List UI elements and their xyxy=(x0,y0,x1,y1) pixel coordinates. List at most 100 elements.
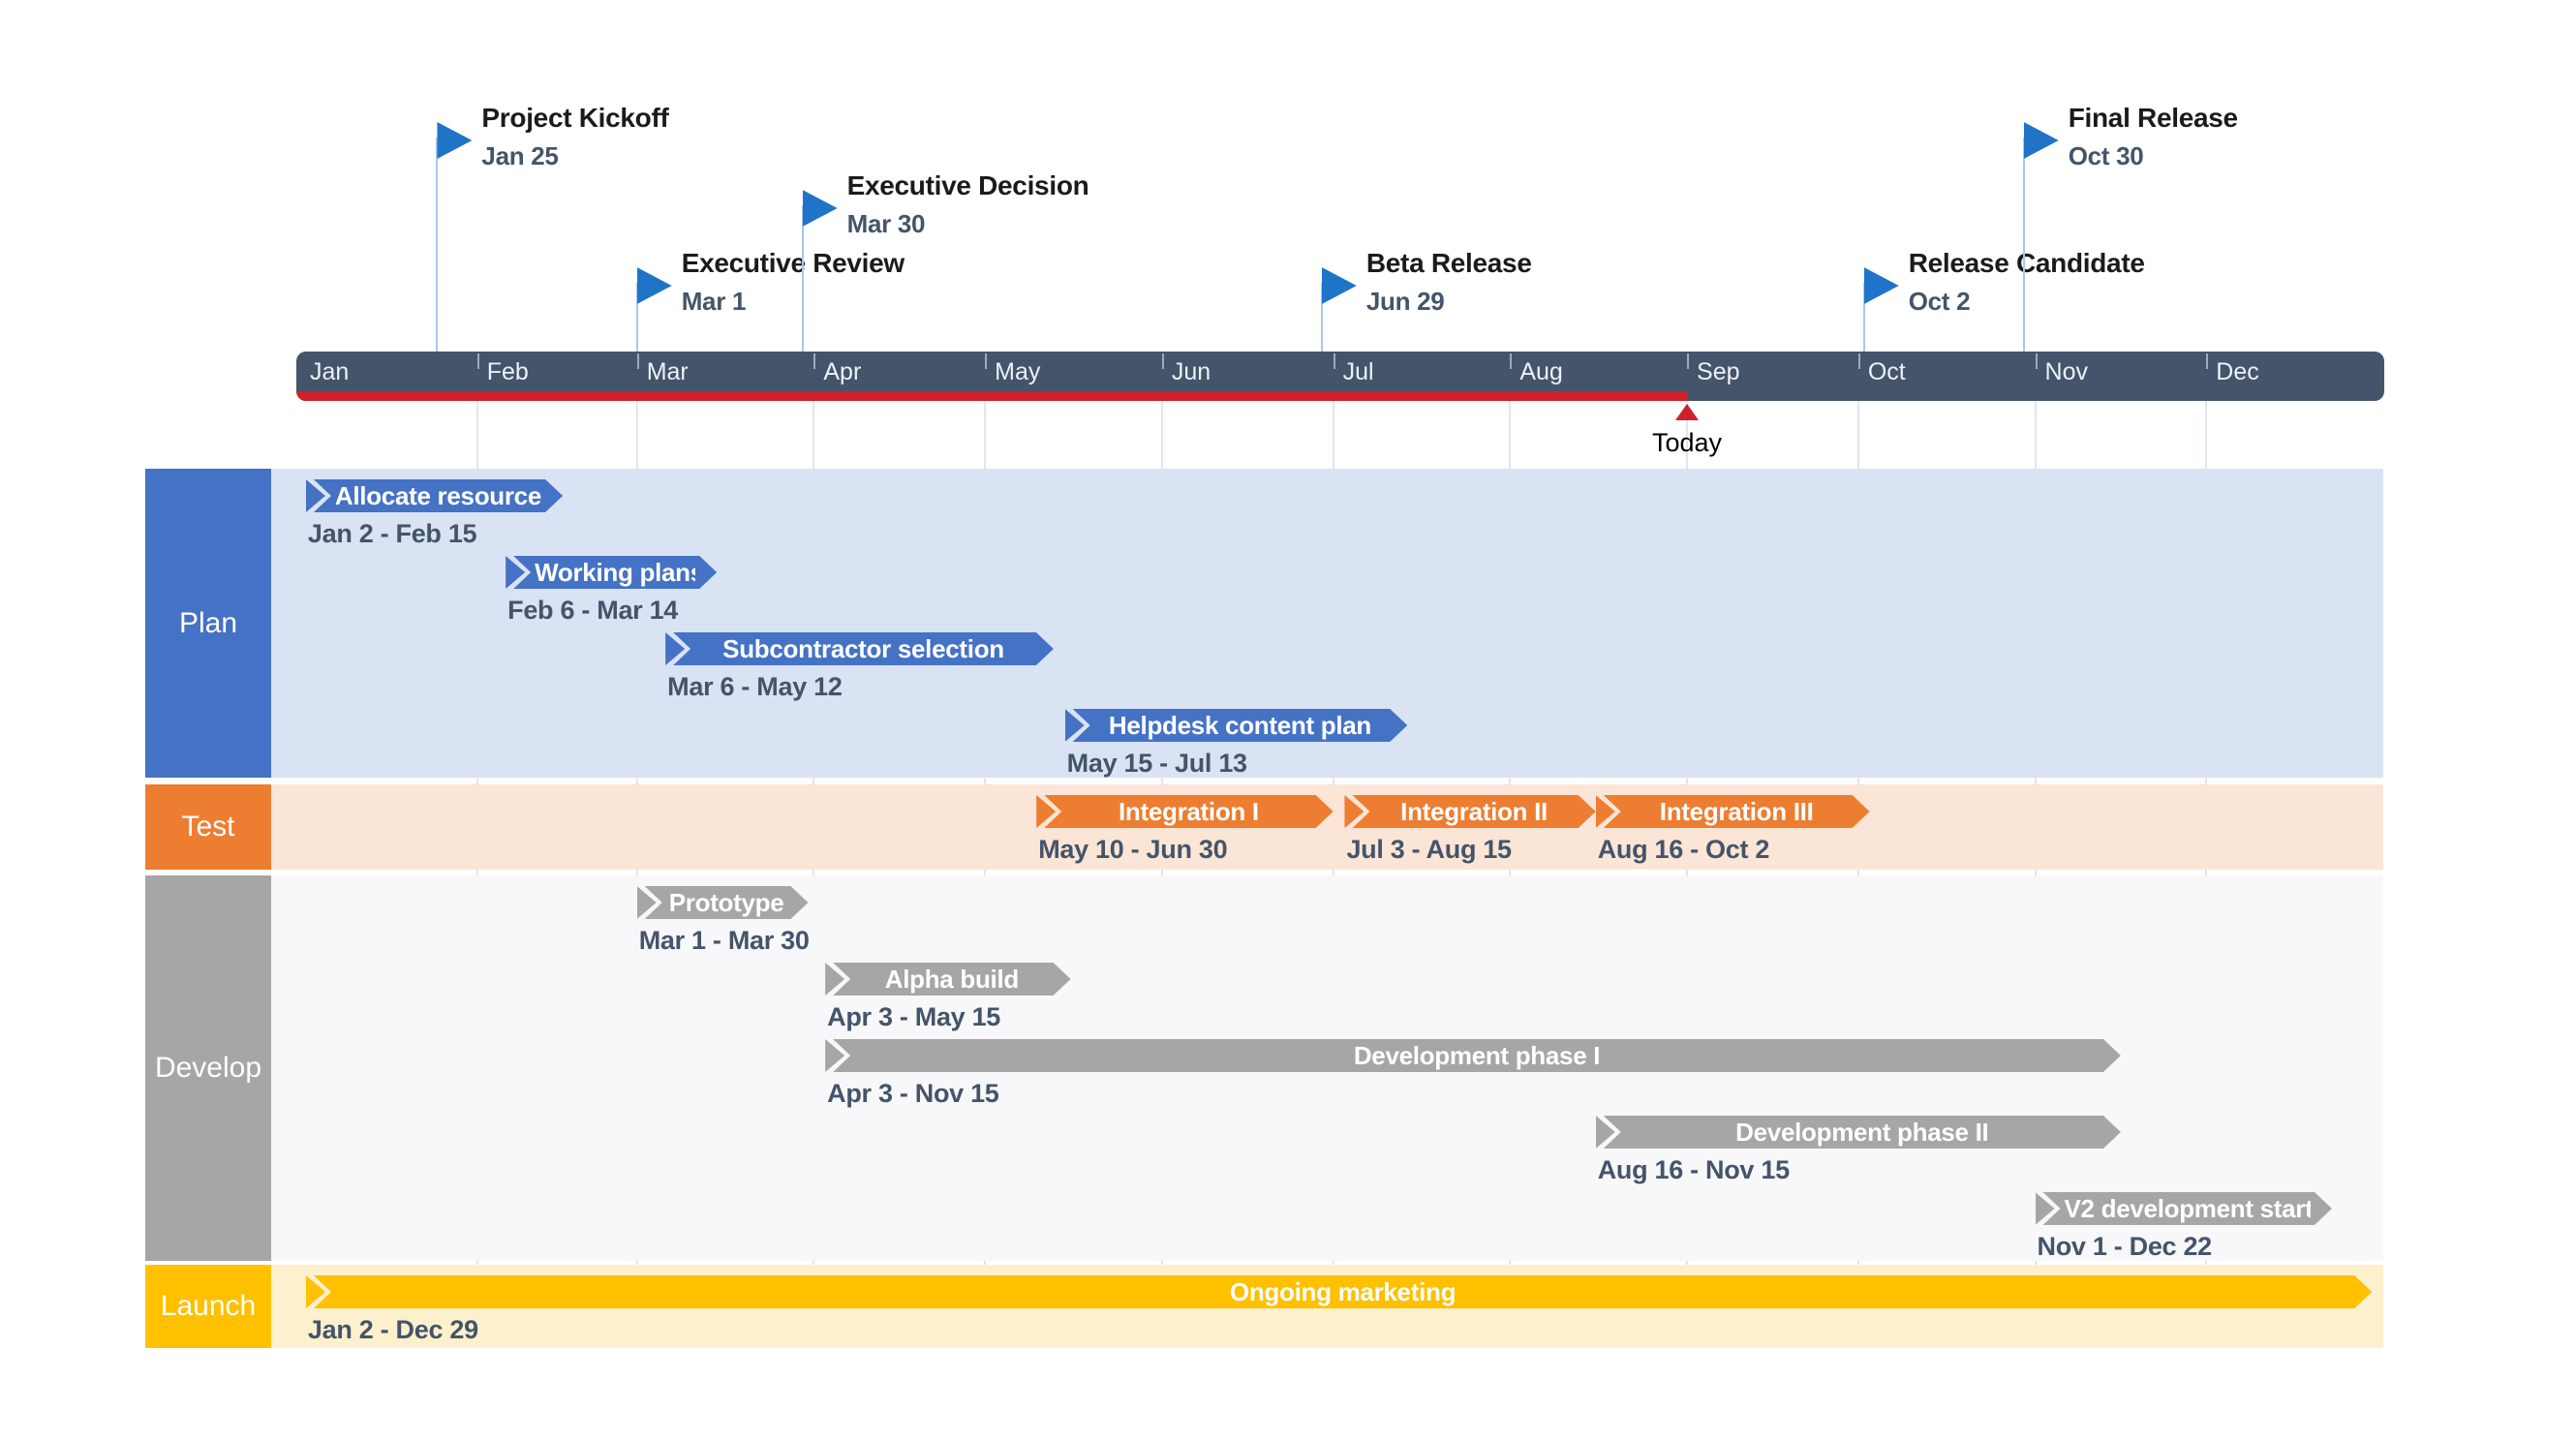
month-tick xyxy=(813,353,816,369)
lane-label-test[interactable]: Test xyxy=(145,784,271,870)
task-dates: Nov 1 - Dec 22 xyxy=(2037,1232,2213,1261)
month-label: Apr xyxy=(823,358,862,385)
task-dates: Apr 3 - May 15 xyxy=(827,1002,1001,1031)
task-dates: Jul 3 - Aug 15 xyxy=(1346,835,1512,864)
milestone-title: Project Kickoff xyxy=(481,103,669,133)
lane-label-plan[interactable]: Plan xyxy=(145,469,271,778)
milestone-flag-icon[interactable] xyxy=(636,267,672,304)
task-dates: Aug 16 - Nov 15 xyxy=(1597,1155,1790,1184)
task-bar-body xyxy=(825,1039,2121,1072)
today-label: Today xyxy=(1652,428,1723,457)
month-label: Nov xyxy=(2044,358,2088,385)
milestone-title: Executive Review xyxy=(681,248,905,278)
milestone-pole xyxy=(801,205,804,352)
milestone-title: Beta Release xyxy=(1365,248,1532,278)
task-label: Integration III xyxy=(1659,797,1814,826)
milestone-date: Mar 1 xyxy=(681,287,747,316)
milestone-pole xyxy=(436,138,439,352)
milestone-pole xyxy=(635,283,638,352)
month-tick xyxy=(2035,353,2038,369)
task-label: Prototype xyxy=(668,888,784,917)
month-tick xyxy=(1687,353,1690,369)
month-label: Mar xyxy=(646,358,689,385)
month-label: Jun xyxy=(1171,358,1211,385)
task-bar[interactable]: Prototype xyxy=(636,886,809,919)
milestone-date: Mar 30 xyxy=(846,209,926,238)
task-bar[interactable]: Alpha build xyxy=(825,963,1070,996)
task-label: Integration II xyxy=(1400,797,1548,826)
milestone-pole xyxy=(1862,283,1865,352)
task-bar[interactable]: Allocate resources xyxy=(305,479,563,512)
task-bar-body xyxy=(1065,709,1408,742)
month-tick xyxy=(2206,353,2209,369)
gridline xyxy=(1686,401,1689,1348)
milestone-flag-icon[interactable] xyxy=(1321,267,1357,304)
milestone-title: Executive Decision xyxy=(846,170,1089,200)
milestone-date: Oct 2 xyxy=(1908,287,1971,316)
month-label: Feb xyxy=(486,358,529,385)
milestone-title: Final Release xyxy=(2068,103,2238,133)
milestone-date: Oct 30 xyxy=(2068,141,2144,170)
task-bar-body xyxy=(1596,1116,2121,1149)
milestone-flag-icon[interactable] xyxy=(802,190,838,227)
task-bar-body xyxy=(306,479,563,512)
task-bar[interactable]: V2 development start xyxy=(2035,1192,2332,1225)
task-dates: Jan 2 - Feb 15 xyxy=(307,519,477,548)
gridline xyxy=(1509,401,1512,1348)
month-label: Oct xyxy=(1867,358,1906,385)
task-bar[interactable]: Subcontractor selection xyxy=(665,632,1054,665)
task-bar-body xyxy=(1344,795,1595,828)
lane-row-test xyxy=(271,784,2383,870)
milestone-date: Jun 29 xyxy=(1365,287,1445,316)
month-label: Aug xyxy=(1519,358,1563,385)
task-dates: Aug 16 - Oct 2 xyxy=(1597,835,1770,864)
task-label: Working plans xyxy=(535,558,696,587)
milestone-flag-icon[interactable] xyxy=(437,122,473,159)
task-bar-body xyxy=(1596,795,1870,828)
task-bar[interactable]: Working plans xyxy=(506,556,717,589)
month-tick xyxy=(636,353,639,369)
gridline xyxy=(1160,401,1163,1348)
task-bar[interactable]: Integration II xyxy=(1344,795,1595,828)
lane-label-develop[interactable]: Develop xyxy=(145,875,271,1261)
task-label: Subcontractor selection xyxy=(722,634,1004,663)
month-label: Jan xyxy=(310,358,350,385)
gridline xyxy=(813,401,815,1348)
task-bar-body xyxy=(2036,1192,2332,1225)
task-dates: Mar 1 - Mar 30 xyxy=(638,926,810,955)
milestone-flag-icon[interactable] xyxy=(2023,122,2059,159)
elapsed-time-bar xyxy=(296,391,1688,401)
milestone-pole xyxy=(2022,138,2025,352)
lane-label-launch[interactable]: Launch xyxy=(145,1265,271,1348)
task-label: Alpha build xyxy=(884,965,1020,994)
task-bar[interactable]: Helpdesk content plan xyxy=(1064,709,1408,742)
month-tick xyxy=(1510,353,1513,369)
task-label: Integration I xyxy=(1118,797,1259,826)
task-bar-body xyxy=(637,886,809,919)
gridline xyxy=(475,401,478,1348)
month-tick xyxy=(985,353,988,369)
gridline xyxy=(1332,401,1334,1348)
task-bar[interactable]: Integration III xyxy=(1595,795,1870,828)
task-dates: May 15 - Jul 13 xyxy=(1066,749,1247,778)
task-bar[interactable]: Integration I xyxy=(1036,795,1333,828)
gridline xyxy=(1856,401,1859,1348)
task-dates: Mar 6 - May 12 xyxy=(667,672,843,701)
today-marker-icon xyxy=(1675,404,1700,420)
task-bar-body xyxy=(665,632,1054,665)
milestone-date: Jan 25 xyxy=(481,141,559,170)
task-bar-body xyxy=(1036,795,1333,828)
task-bar-body xyxy=(825,963,1070,996)
task-bar[interactable]: Development phase II xyxy=(1595,1116,2121,1149)
month-label: Dec xyxy=(2216,358,2259,385)
task-dates: Feb 6 - Mar 14 xyxy=(507,596,679,625)
task-bar[interactable]: Ongoing marketing xyxy=(305,1275,2372,1308)
task-bar[interactable]: Development phase I xyxy=(825,1039,2121,1072)
task-label: V2 development start xyxy=(2064,1194,2311,1223)
task-label: Helpdesk content plan xyxy=(1108,711,1371,740)
milestone-flag-icon[interactable] xyxy=(1863,267,1899,304)
task-bar-body xyxy=(506,556,717,589)
month-label: May xyxy=(995,358,1041,385)
task-bar-body xyxy=(306,1275,2372,1308)
